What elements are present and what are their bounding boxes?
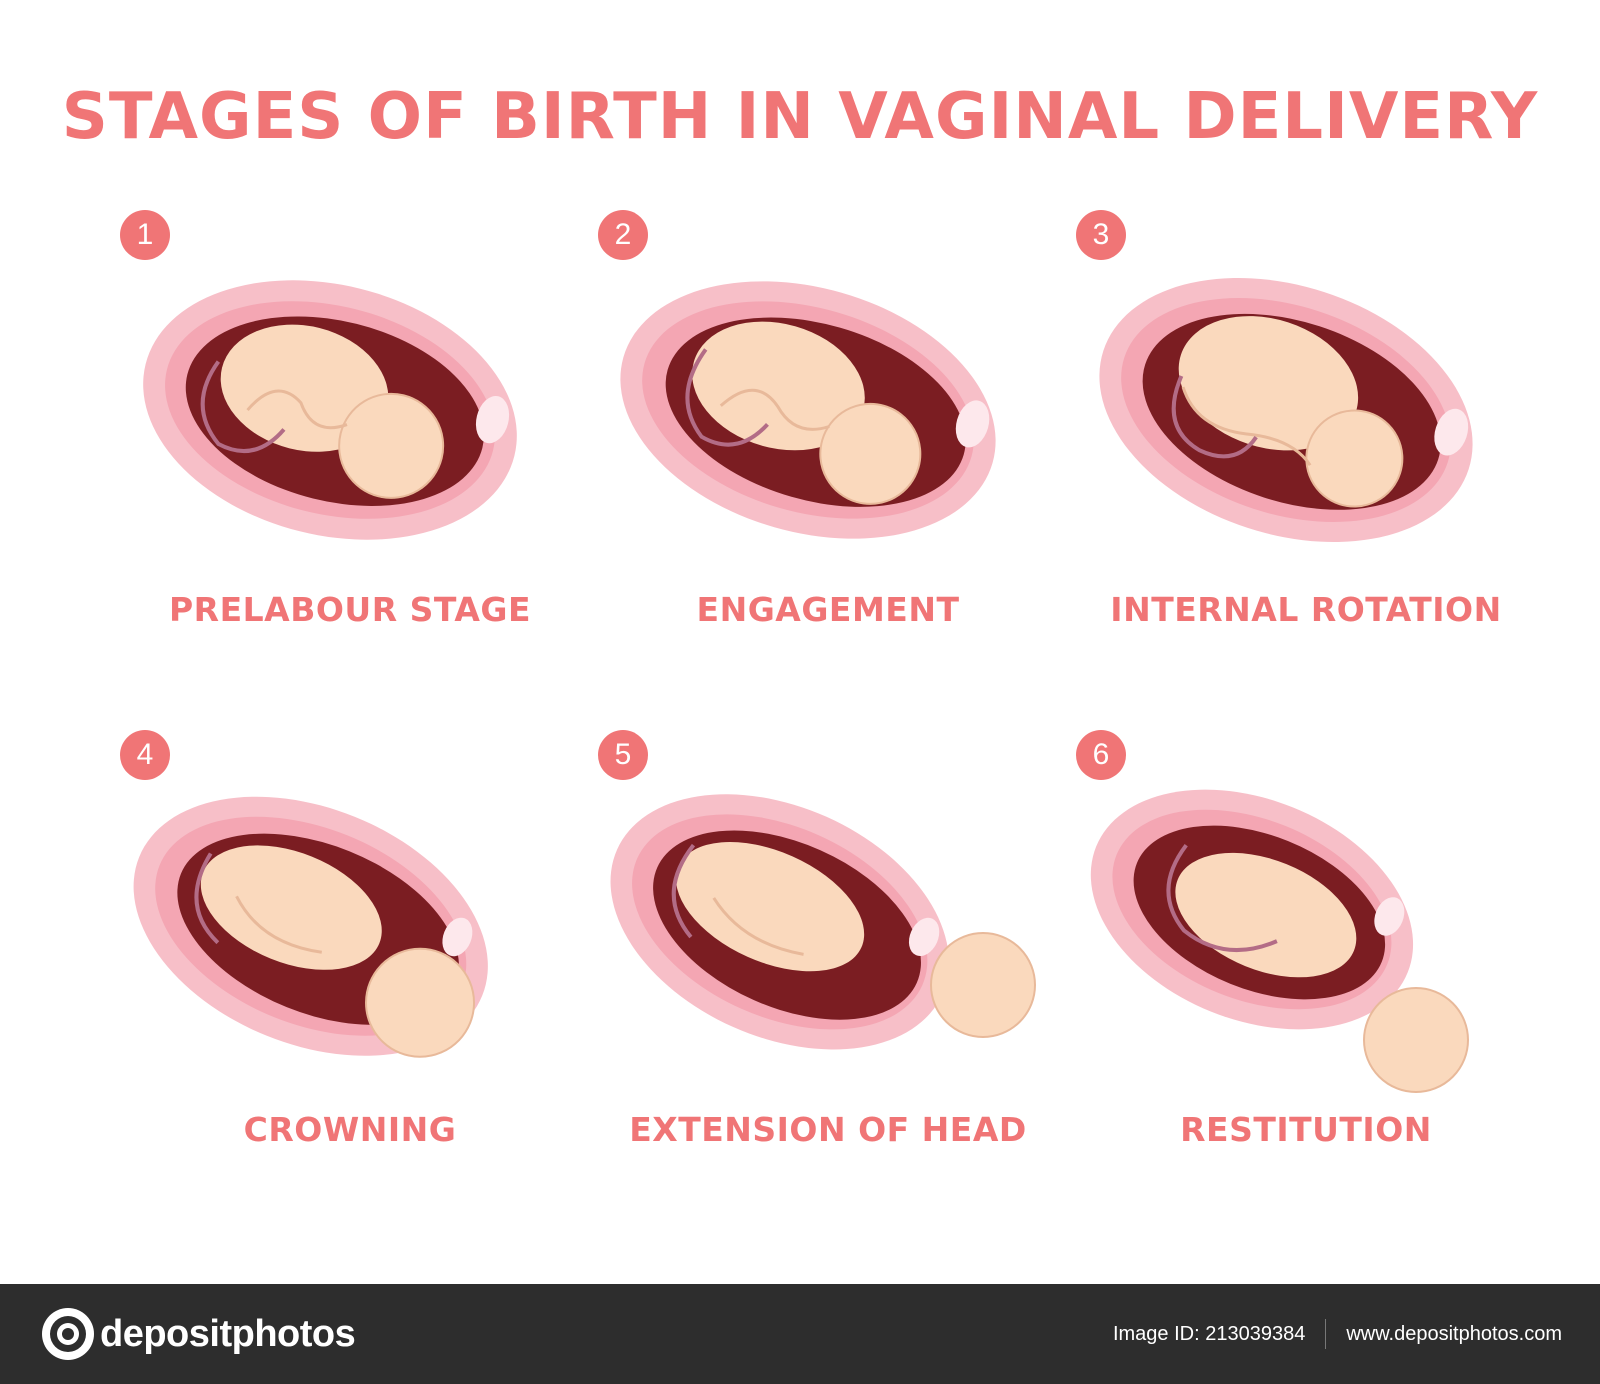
stage-number-badge: 4 bbox=[120, 730, 170, 780]
stage-label: INTERNAL ROTATION bbox=[1110, 590, 1502, 629]
stage-label: CROWNING bbox=[243, 1110, 457, 1149]
image-id-text: Image ID: 213039384 bbox=[1112, 1322, 1306, 1345]
stage-card-2: 2 ENGAGEMENT bbox=[568, 210, 1088, 730]
stage-card-1: 1 PRELABOUR STAGE bbox=[90, 210, 610, 730]
stage-card-3: 3 INTERNAL ROTATION bbox=[1046, 210, 1566, 730]
stage-label: PRELABOUR STAGE bbox=[169, 590, 531, 629]
footer-divider bbox=[1325, 1319, 1327, 1349]
birth-stage-illustration bbox=[610, 794, 1036, 1050]
birth-stage-illustration bbox=[133, 796, 488, 1058]
brand-name: depositphotos bbox=[100, 1312, 356, 1355]
page-title: STAGES OF BIRTH IN VAGINAL DELIVERY bbox=[61, 80, 1539, 154]
stage-card-4: 4 CROWNING bbox=[90, 730, 610, 1250]
stage-number-badge: 3 bbox=[1076, 210, 1126, 260]
footer-info: Image ID: 213039384 www.depositphotos.co… bbox=[1113, 1318, 1562, 1350]
birth-stage-illustration bbox=[1090, 789, 1469, 1093]
stage-card-6: 6 RESTITUTION bbox=[1046, 730, 1566, 1250]
birth-stage-illustration bbox=[143, 280, 517, 540]
brand-logo[interactable]: depositphotos bbox=[40, 1306, 356, 1362]
birth-stage-illustration bbox=[620, 281, 996, 539]
stage-card-5: 5 EXTENSION OF HEAD bbox=[568, 730, 1088, 1250]
stage-number-badge: 6 bbox=[1076, 730, 1126, 780]
birth-stage-illustration bbox=[1099, 277, 1473, 543]
footer-bar: depositphotos Image ID: 213039384 www.de… bbox=[0, 1284, 1600, 1384]
stage-label: RESTITUTION bbox=[1180, 1110, 1432, 1149]
stage-number-badge: 5 bbox=[598, 730, 648, 780]
stage-number-badge: 1 bbox=[120, 210, 170, 260]
stage-number-badge: 2 bbox=[598, 210, 648, 260]
stage-label: ENGAGEMENT bbox=[696, 590, 960, 629]
camera-logo-icon bbox=[42, 1308, 94, 1360]
site-url-link[interactable]: www.depositphotos.com bbox=[1346, 1322, 1562, 1345]
stage-label: EXTENSION OF HEAD bbox=[629, 1110, 1027, 1149]
